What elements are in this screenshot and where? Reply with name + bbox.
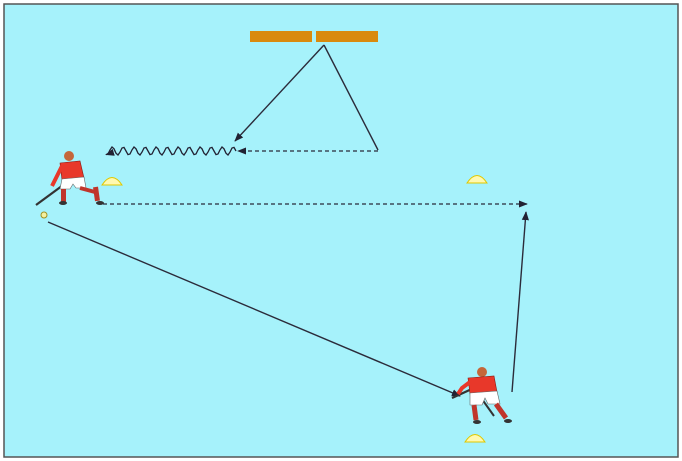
pass-arrow-diagonal	[47, 221, 461, 397]
pass-arrow-up	[511, 211, 529, 393]
field-background	[3, 3, 679, 458]
goal-board-right	[316, 31, 378, 42]
cones	[101, 175, 488, 443]
pass-line-goal-to-right	[323, 44, 379, 151]
shorts	[469, 390, 501, 406]
player-head	[64, 151, 74, 161]
goal-board-left	[250, 31, 312, 42]
pass-arrow-goal-to-left	[234, 44, 325, 142]
player-bottom	[451, 367, 512, 424]
dribble-arrow-left	[105, 146, 237, 156]
player-left	[35, 151, 104, 206]
ball	[40, 211, 48, 219]
player-head	[477, 367, 487, 377]
goal-boards	[250, 31, 378, 42]
cone-bottom	[464, 434, 486, 443]
cone-right	[466, 175, 488, 184]
cone-left	[101, 177, 123, 186]
